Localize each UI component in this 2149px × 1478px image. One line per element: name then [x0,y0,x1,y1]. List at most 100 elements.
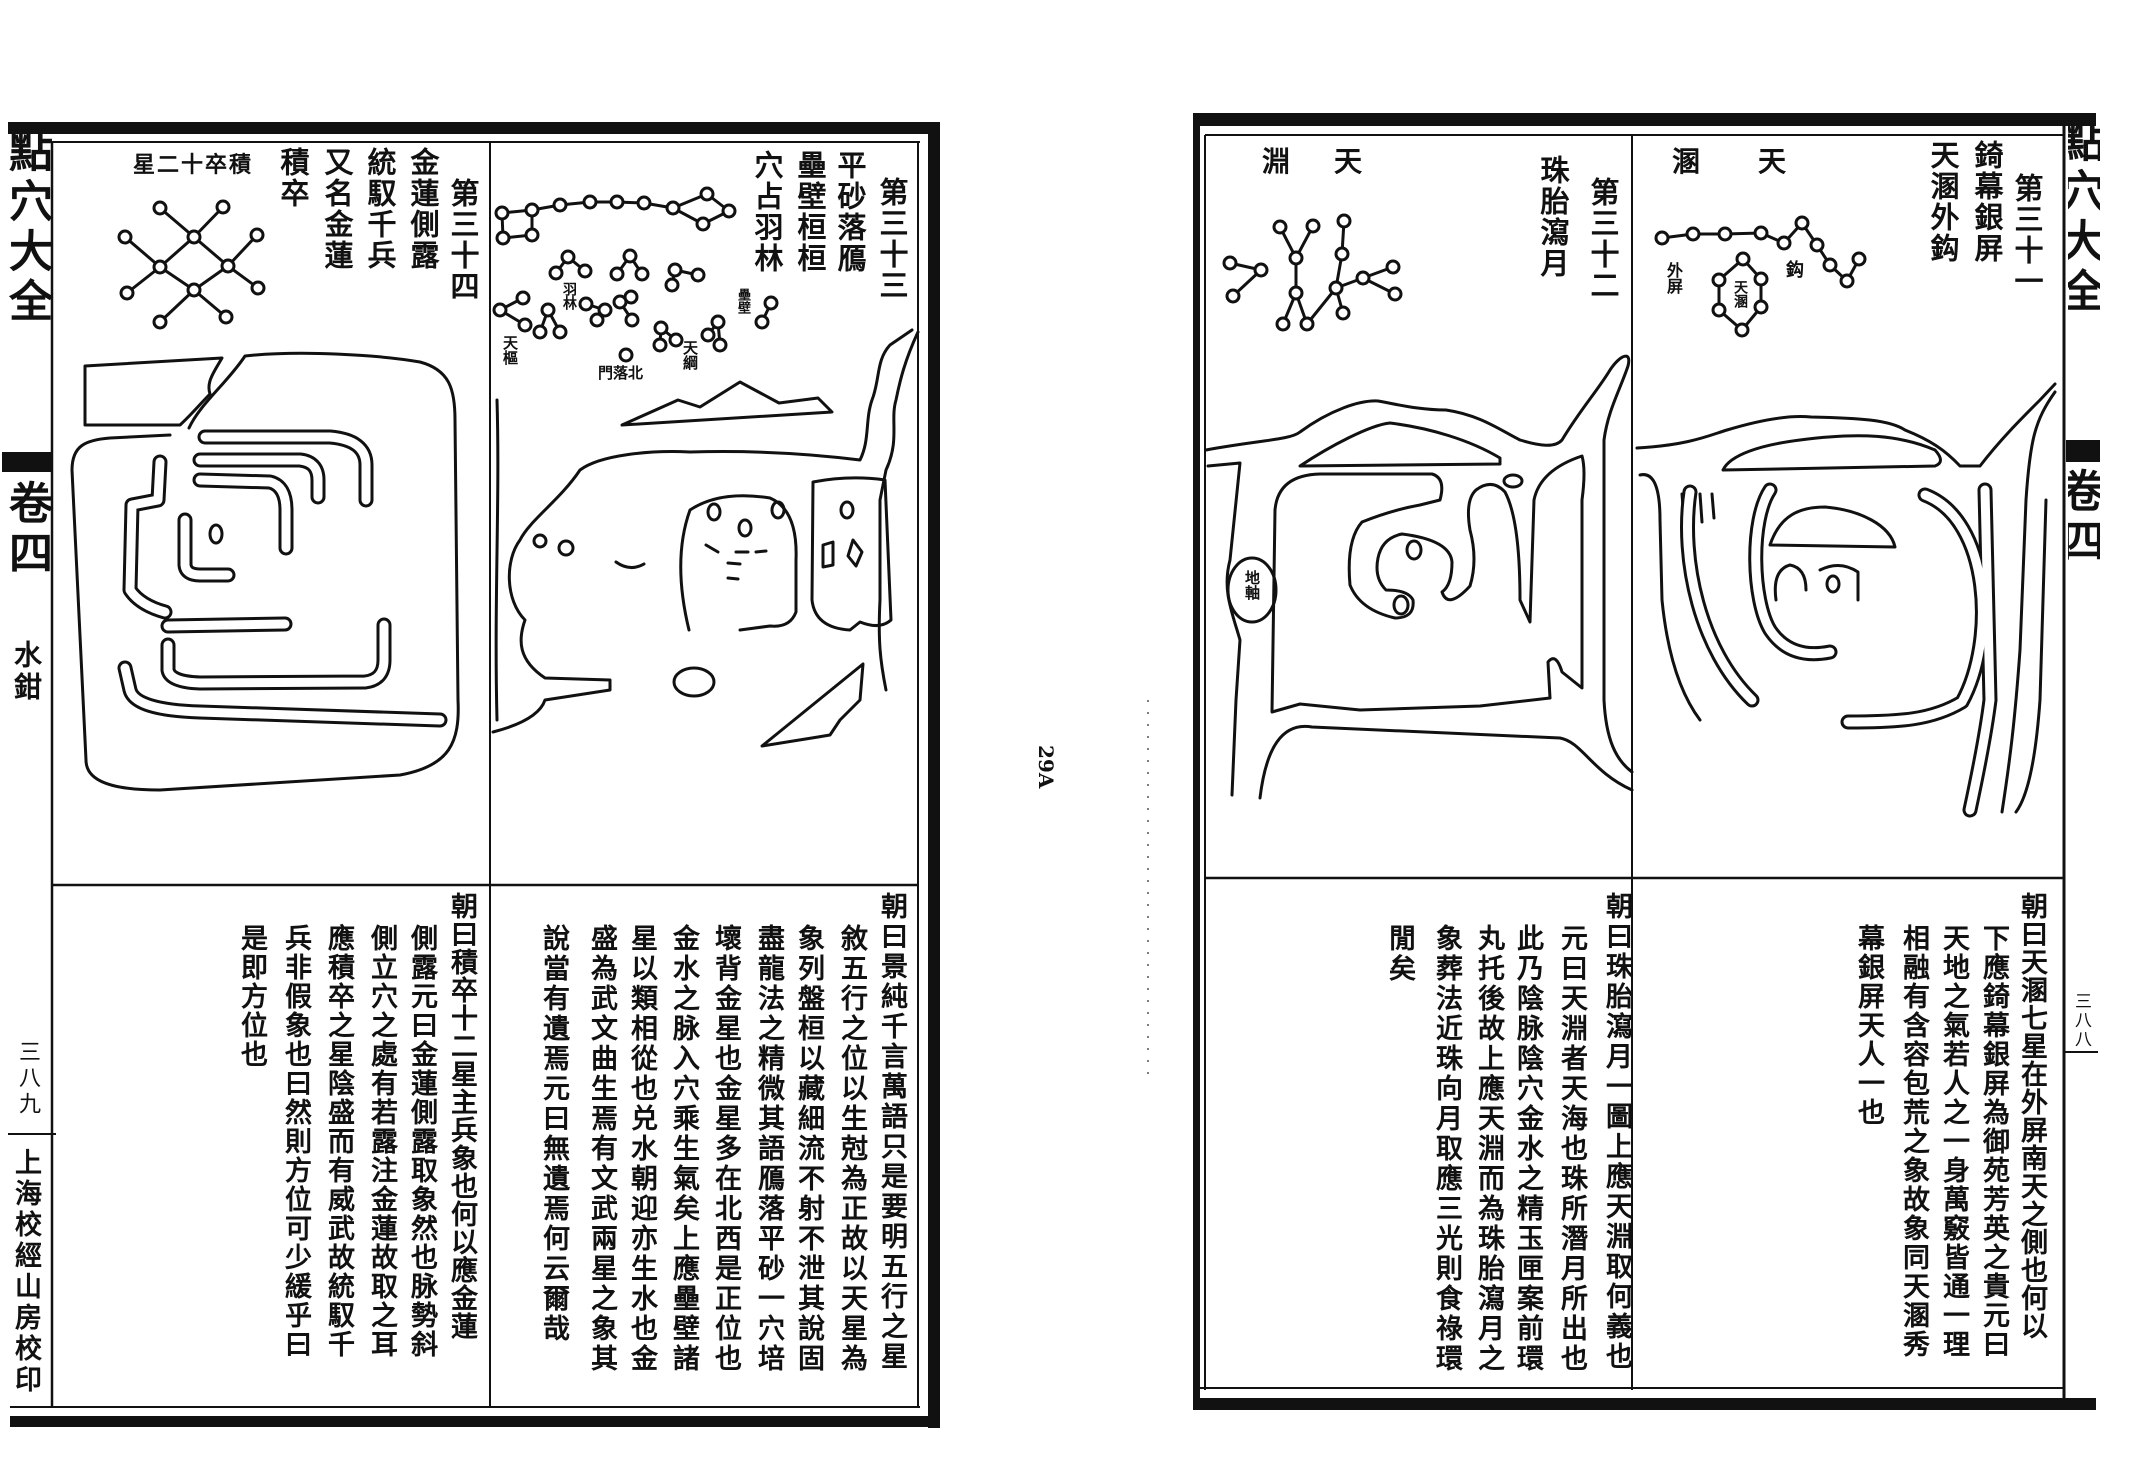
star-node [517,317,533,333]
star-node [1335,305,1351,321]
panel-31-number: 第三十一 [2010,173,2044,297]
star-node [1851,251,1867,267]
waiping-star-label: 外屏 [1664,262,1683,294]
star-node [695,216,711,232]
star-node [1734,322,1750,338]
tiangang-star-label: 天綱 [681,340,699,370]
star-node [552,197,568,213]
panel-34-title-line: 積卒 [276,147,310,209]
star-node [117,229,133,245]
constellation-diagrams [117,186,1867,363]
commentary-column: 下應錡幕銀屏為御苑芳英之貴元曰 [1978,924,2009,1359]
star-node [532,324,548,340]
star-node [1328,280,1344,296]
star-node [548,265,564,281]
landform-jinlian-bands [117,429,448,728]
scan-mark: 29A [1034,745,1058,789]
commentary-column: 盡龍法之精微其語鴈落平砂一穴培 [753,924,784,1374]
star-node [1336,213,1352,229]
commentary-column: 應積卒之星陰盛而有威武故統馭千 [323,924,354,1359]
tianyuan-header: 天淵 [1262,145,1407,178]
star-node [524,202,540,218]
landform-qimu-yinping [1635,382,2057,814]
commentary-column: 星以類相從也兑水朝迎亦生水也金 [626,924,657,1374]
star-node [492,302,508,318]
star-node [1794,215,1810,231]
star-node [1822,257,1838,273]
star-node [152,200,168,216]
star-node [699,186,715,202]
panel-33-title-line: 壘壁桓桓 [793,150,827,274]
star-node [1355,270,1371,286]
star-node [1776,235,1792,251]
gou-star-label: 鈎 [1786,260,1804,281]
book-title-right-margin: 點穴大全 [2068,118,2100,318]
star-node [119,285,135,301]
star-node [577,263,593,279]
star-node [249,227,265,243]
commentary-column: 是即方位也 [236,924,267,1069]
star-node [1334,246,1350,262]
commentary-column: 朝曰景純千言萬語只是要明五行之星 [876,892,907,1372]
star-node [665,200,681,216]
star-node [721,203,737,219]
star-node [652,337,668,353]
star-node [1809,237,1825,253]
panel-31-title-line: 錡幕銀屏 [1970,140,2004,264]
landform-qimu-bands [1680,482,1998,818]
tianhun-star-label: 天溷 [1732,280,1748,308]
volume-label-right-margin: 卷四 [2068,468,2100,568]
tianyuan-constellation [1222,213,1403,332]
commentary-column: 朝曰天溷七星在外屏南天之側也何以 [2016,892,2047,1340]
star-node [1735,251,1751,267]
landform-jinlian-celu [70,351,460,792]
panel-32-number: 第三十二 [1586,177,1620,301]
panel-34-title-line: 又名金蓮 [320,147,354,271]
star-node [524,227,540,243]
panel-34-title-line: 金蓮側露 [406,147,440,271]
star-node [597,302,613,318]
star-node [710,314,726,330]
panel-31-title-line: 天溷外鈎 [1926,140,1960,264]
star-node [1753,299,1769,315]
star-node [712,337,728,353]
star-node [1305,218,1321,234]
star-node [578,296,594,312]
commentary-column: 朝曰珠胎瀉月一圖上應天淵取何義也 [1601,892,1632,1372]
commentary-column: 兵非假象也曰然則方位可少緩乎曰 [280,924,311,1359]
commentary-column: 閒矣 [1384,924,1415,984]
commentary-column: 丸托後故上應天淵而為珠胎瀉月之 [1473,924,1504,1374]
star-node [1225,288,1241,304]
commentary-column: 壞背金星也金星多在北西是正位也 [710,924,741,1374]
star-node [618,347,634,363]
right-page-number: 三八八 [2071,992,2091,1049]
star-node [664,277,680,293]
star-node [1711,302,1727,318]
star-node [623,289,639,305]
publisher-imprint: 上海校經山房校印 [10,1148,41,1396]
volume-black-band-right [2066,440,2100,462]
tianhun-constellation [1654,215,1867,338]
jizu-constellation [117,199,266,330]
panel-33-title-line: 穴占羽林 [750,150,784,274]
commentary-column: 相融有含容包荒之象故象同天溷秀 [1898,924,1929,1359]
star-node [1654,230,1670,246]
star-node [250,280,266,296]
star-link [159,235,195,269]
tianshu-star-label: 天樞 [501,335,519,365]
commentary-column: 象葬法近珠向月取應三光則食祿環 [1431,924,1462,1374]
landform-pingsha-luoyan [491,328,920,748]
commentary-column: 側立穴之處有若露注金蓮故取之耳 [366,924,397,1359]
left-page-frame [8,122,940,1428]
star-node [1299,316,1315,332]
commentary-column: 元曰天淵者天海也珠所潛月所出也 [1556,924,1587,1374]
right-page-frame [1193,113,2098,1410]
star-node [1222,255,1238,271]
star-node [540,302,556,318]
star-node [494,205,510,221]
star-node [218,309,234,325]
commentary-column: 盛為武文曲生焉有文武兩星之象其 [586,924,617,1374]
jizu-star-label: 積卒十二星 [133,152,254,178]
section-label: 水鉗 [10,640,43,704]
star-node [1272,219,1288,235]
